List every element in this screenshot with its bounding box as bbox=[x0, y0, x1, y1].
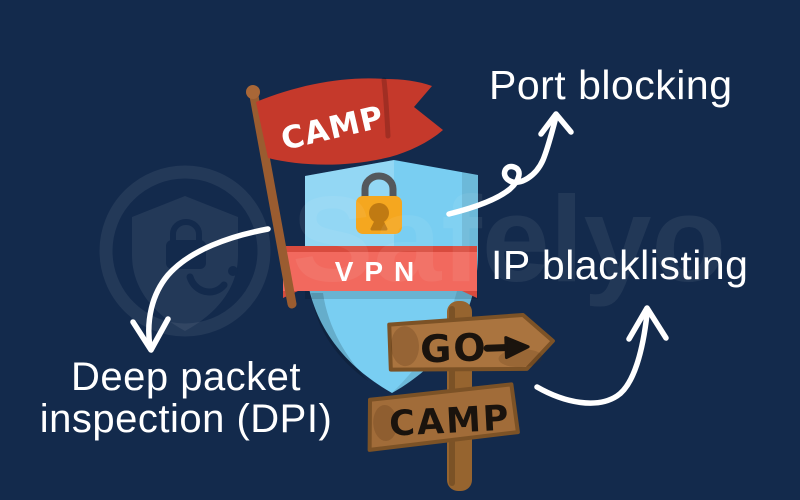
arrow-to-ip-blacklisting bbox=[534, 305, 669, 406]
sign-go-texture bbox=[390, 326, 420, 367]
arrow-to-port-blocking bbox=[446, 111, 574, 217]
flag-pole bbox=[246, 85, 297, 309]
arrow-to-port-head bbox=[538, 111, 574, 137]
watermark-swirl bbox=[186, 273, 228, 296]
flag-icon: CAMP bbox=[256, 77, 443, 165]
pole-shaft bbox=[249, 91, 297, 309]
padlock-keyhole bbox=[369, 203, 389, 223]
banner-top-edge bbox=[283, 246, 477, 255]
sign-camp-texture bbox=[373, 405, 398, 442]
banner-face bbox=[283, 252, 477, 291]
padlock-keyhole-wedge bbox=[370, 213, 388, 231]
watermark-lock-body bbox=[166, 240, 206, 269]
watermark-logo bbox=[99, 165, 271, 337]
watermark-ring bbox=[99, 165, 271, 337]
arrow-to-ip-curve bbox=[534, 311, 650, 406]
sign-camp-plank bbox=[367, 382, 520, 452]
sign-go-label: GO bbox=[419, 325, 488, 371]
watermark-lock-shackle bbox=[170, 219, 202, 243]
sign-camp: CAMP bbox=[367, 382, 520, 452]
label-ip-blacklisting: IP blacklisting bbox=[491, 242, 749, 288]
padlock-icon bbox=[356, 172, 402, 234]
flag-cloth bbox=[256, 78, 443, 165]
pole-knob bbox=[246, 85, 260, 99]
banner-shadow bbox=[305, 291, 478, 299]
vpn-banner-label: VPN bbox=[335, 256, 426, 287]
vpn-banner: VPN bbox=[283, 246, 477, 298]
sign-camp-label: CAMP bbox=[388, 399, 511, 445]
sign-arrow-head bbox=[504, 336, 530, 360]
padlock-shackle bbox=[361, 172, 397, 202]
arrow-to-ip-head bbox=[626, 305, 669, 342]
arrow-to-dpi-curve bbox=[146, 226, 271, 350]
sign-go: GO bbox=[387, 312, 555, 372]
shield-highlight bbox=[305, 160, 394, 272]
arrow-to-port-curve bbox=[446, 114, 559, 217]
label-port-blocking: Port blocking bbox=[489, 62, 733, 108]
flag-crease bbox=[381, 77, 391, 139]
watermark-dot bbox=[228, 266, 238, 276]
arrow-to-dpi bbox=[130, 226, 271, 353]
signpost-icon: GO CAMP bbox=[367, 301, 555, 491]
arrow-to-dpi-head bbox=[130, 316, 171, 353]
label-deep-packet-inspection: Deep packet inspection (DPI) bbox=[39, 355, 333, 441]
shield-bottom-shade bbox=[311, 293, 368, 381]
